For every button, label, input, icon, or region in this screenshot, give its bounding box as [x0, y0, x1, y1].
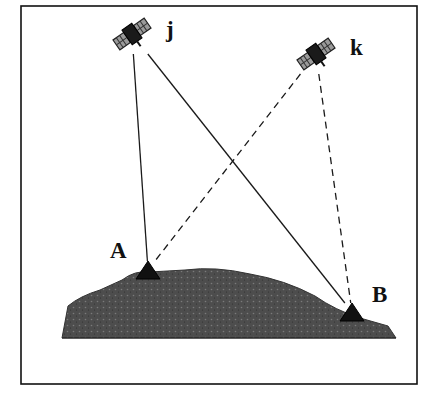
receiver-symbol — [136, 261, 160, 279]
signal-path-dashed — [319, 74, 351, 303]
satellite-icon — [112, 14, 152, 54]
receiver: A — [136, 261, 160, 279]
satellite: j — [112, 14, 152, 54]
receiver: B — [340, 303, 364, 321]
satellite-label: j — [166, 18, 174, 41]
frame — [21, 6, 417, 384]
satellite-icon — [296, 34, 336, 74]
receiver-symbol — [340, 303, 364, 321]
terrain — [62, 269, 396, 338]
receiver-label: B — [372, 283, 387, 306]
satellite: k — [296, 34, 336, 74]
signal-path — [133, 54, 147, 261]
signal-path — [148, 54, 345, 303]
ground-line — [62, 337, 396, 338]
receiver-label: A — [110, 239, 127, 262]
satellite-label: k — [350, 36, 363, 59]
signal-path-dashed — [155, 74, 300, 261]
